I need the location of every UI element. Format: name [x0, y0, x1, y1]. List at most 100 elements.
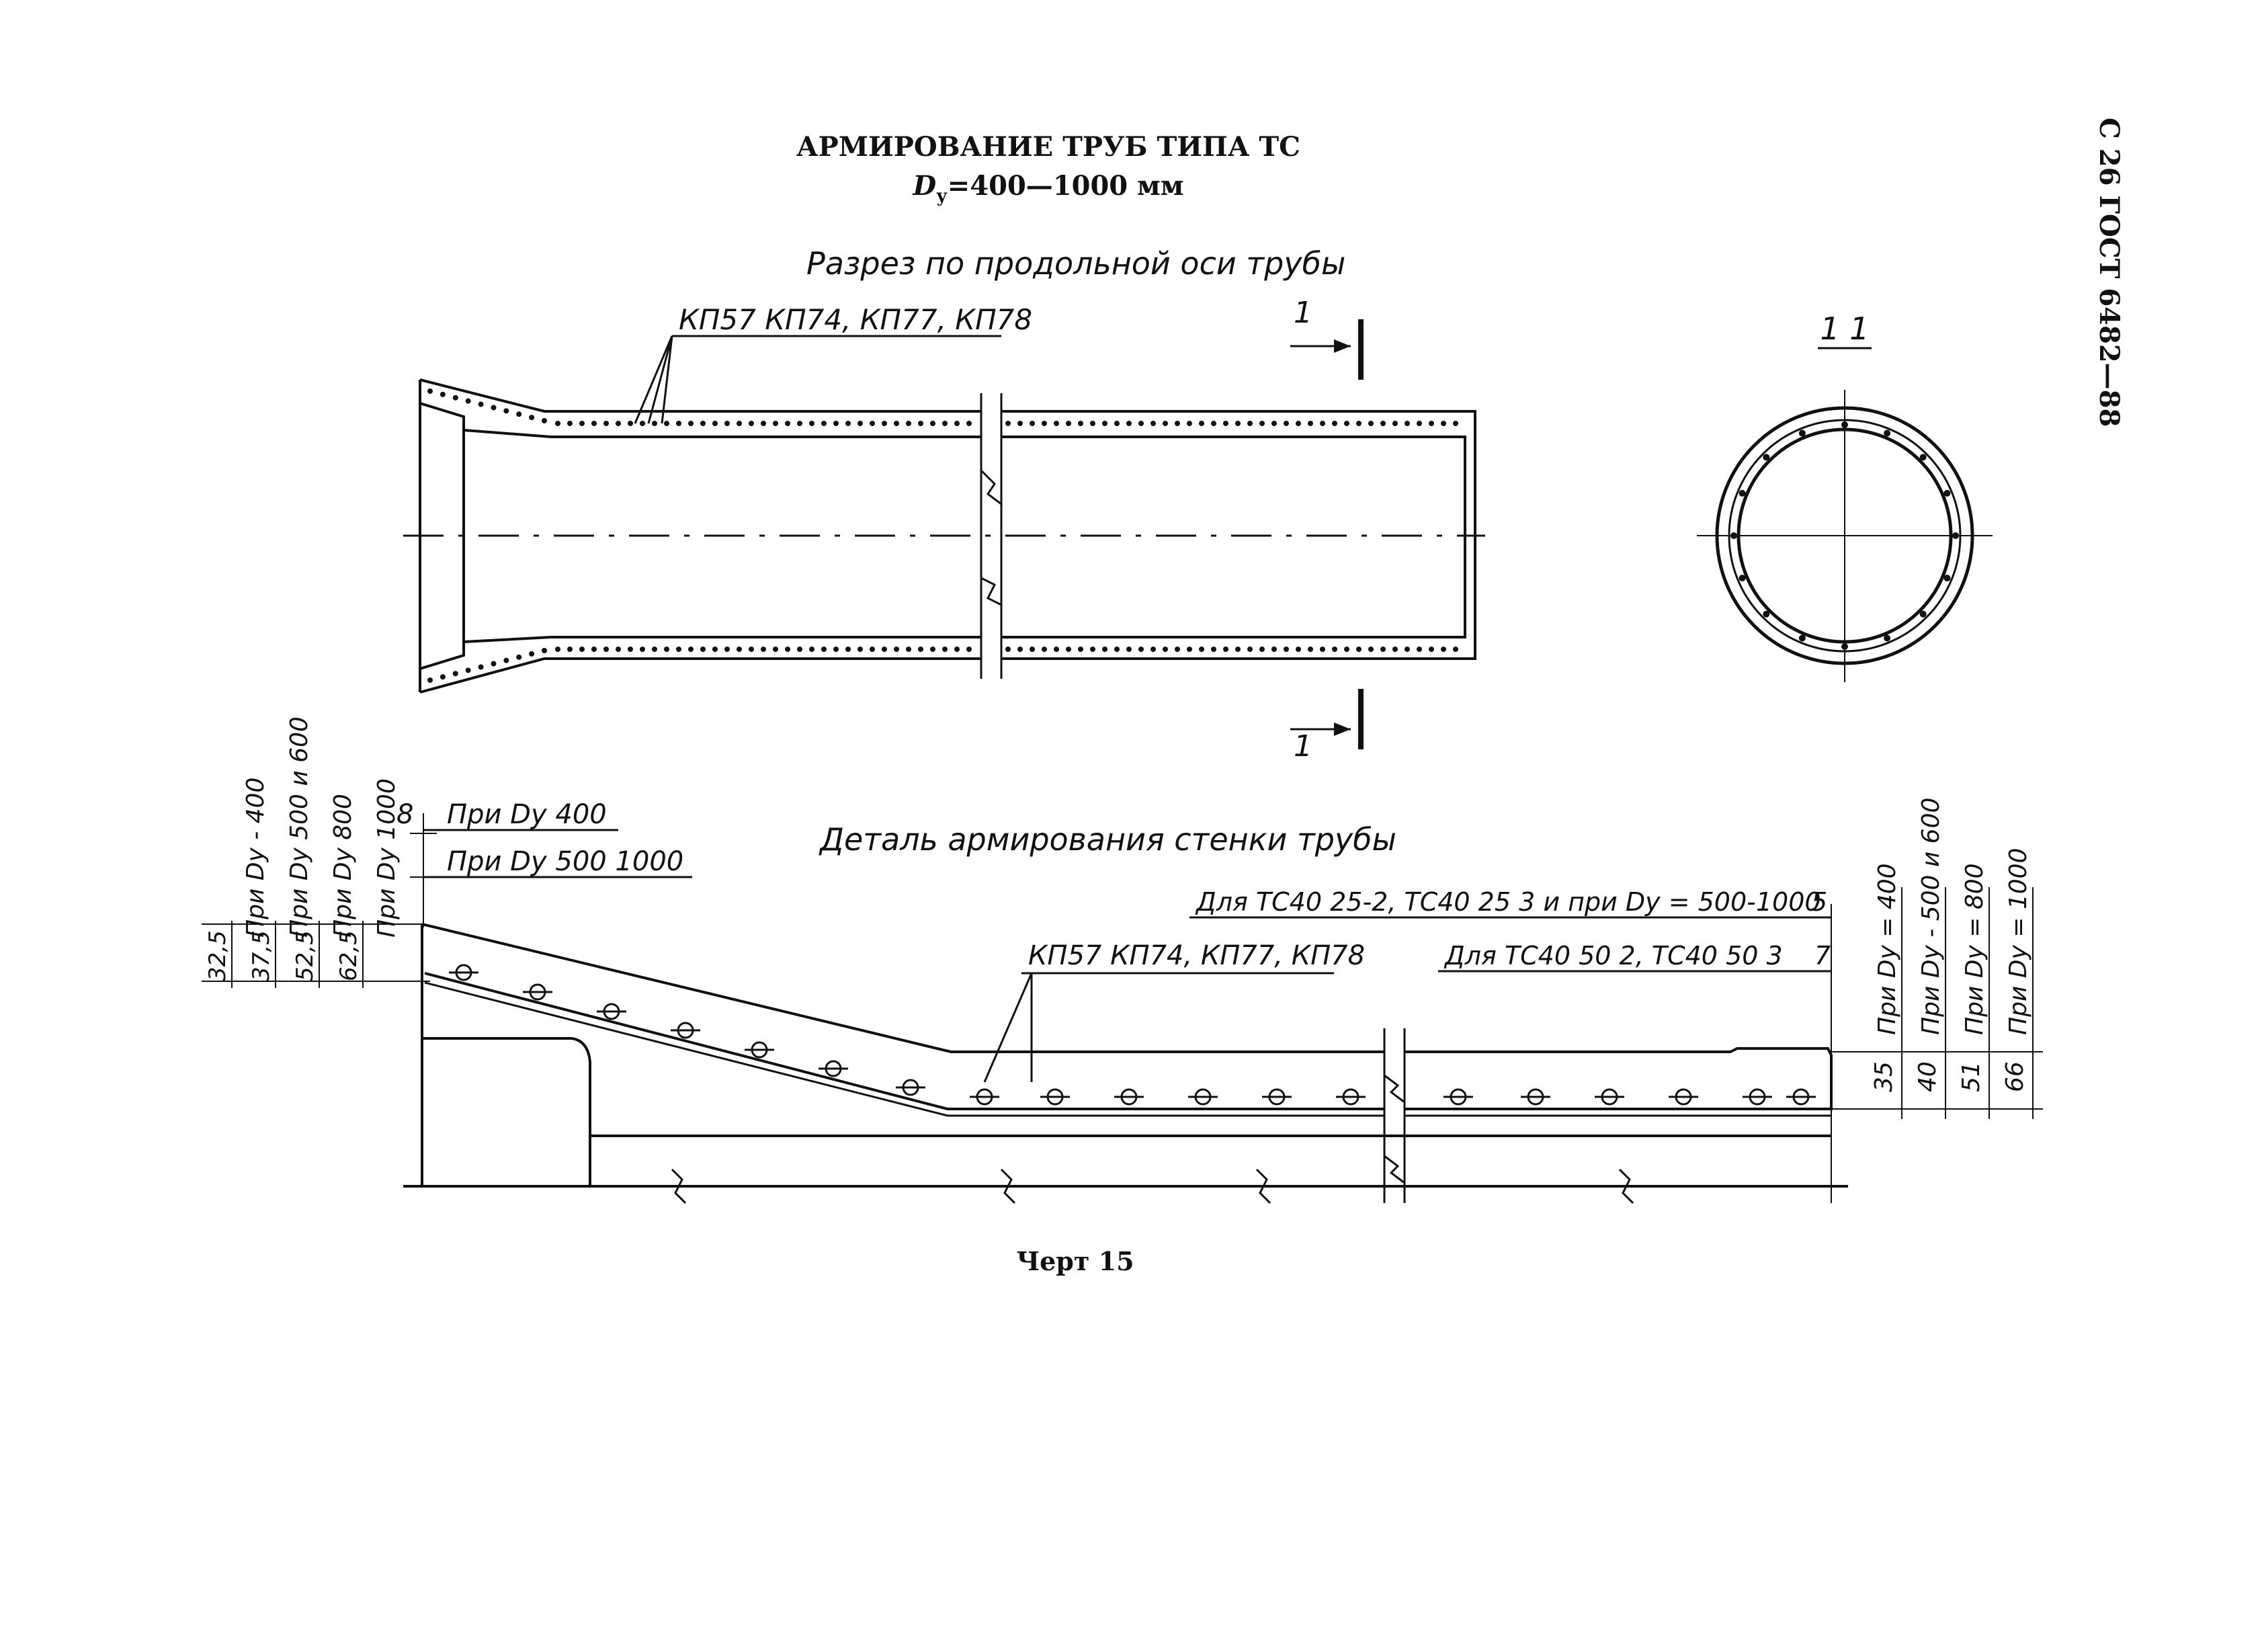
rebar-dot — [1271, 421, 1277, 426]
rebar-dot — [712, 647, 718, 652]
rebar-dot — [1163, 647, 1168, 652]
rebar-dot — [603, 421, 609, 426]
rebar-dot — [1296, 421, 1301, 426]
rebar-dot — [529, 651, 535, 657]
rebar-dot — [1405, 421, 1410, 426]
rebar-dot — [1066, 421, 1071, 426]
rebar-dot — [894, 421, 899, 426]
section-title: Разрез по продольной оси трубы — [806, 245, 1345, 282]
section-rebar-label: КП57 КП74, КП77, КП78 — [679, 303, 1032, 336]
ring-rebar-dot — [1919, 610, 1927, 618]
note-dy400: При Dy 400 — [447, 799, 607, 830]
rebar-dot — [882, 421, 887, 426]
rebar-dot — [737, 647, 742, 652]
rebar-dot — [555, 647, 560, 652]
rebar-dot — [712, 421, 718, 426]
rebar-dot — [1417, 421, 1422, 426]
rebar-dot — [1453, 421, 1458, 426]
rebar-dot — [1114, 647, 1120, 652]
rebar-dot — [1441, 647, 1446, 652]
rebar-dot — [688, 647, 694, 652]
right-dim-header: При Dy = 1000 — [2005, 848, 2032, 1035]
rebar-dot — [870, 421, 875, 426]
right-dim-value: 66 — [2001, 1061, 2029, 1092]
ring-rebar-dot — [1884, 429, 1891, 437]
rebar-dot — [440, 674, 446, 680]
rebar-dot — [516, 654, 522, 660]
left-dimension-table: При Dy - 400 При Dy 500 и 600 При Dy 800… — [202, 716, 430, 988]
rebar-dot — [1042, 421, 1047, 426]
rebar-dot — [1332, 647, 1337, 652]
rebar-dot — [942, 647, 948, 652]
rebar-dot — [1030, 421, 1035, 426]
rebar-dot — [1296, 647, 1301, 652]
rebar-dot — [1235, 647, 1241, 652]
rebar-dot — [1150, 647, 1156, 652]
rebar-dot — [1005, 647, 1011, 652]
rebar-dot — [676, 647, 681, 652]
rebar-dot — [555, 421, 560, 426]
rebar-dot — [591, 421, 597, 426]
rebar-dot — [1187, 647, 1192, 652]
rebar-dot — [1284, 647, 1289, 652]
rebar-dot — [478, 401, 484, 407]
left-dim-header: При Dy - 400 — [242, 778, 269, 938]
rebar-dot — [603, 647, 609, 652]
right-dim-value: 35 — [1870, 1061, 1898, 1092]
rebar-dot — [1380, 647, 1386, 652]
right-dim-header: При Dy = 800 — [1961, 863, 1989, 1035]
rebar-dot — [845, 647, 851, 652]
rebar-dot — [785, 421, 790, 426]
rebar-dot — [452, 395, 458, 401]
rebar-dot — [1429, 421, 1434, 426]
rebar-dot — [1320, 421, 1325, 426]
rebar-dot — [465, 398, 471, 404]
ring-rebar-dot — [1884, 634, 1891, 642]
right-dim-value: 51 — [1958, 1061, 1985, 1092]
rebar-dot — [452, 671, 458, 677]
rebar-dot — [1271, 647, 1277, 652]
wall-detail-drawing — [403, 904, 1848, 1204]
rebar-dot — [966, 421, 972, 426]
rebar-dot — [1405, 647, 1410, 652]
rebar-dot — [809, 421, 814, 426]
rebar-dot — [1054, 647, 1059, 652]
rebar-dot — [821, 421, 827, 426]
right-dim-value: 40 — [1914, 1061, 1941, 1092]
rebar-dot — [882, 647, 887, 652]
rebar-dot — [1211, 647, 1216, 652]
rebar-dot — [427, 677, 433, 683]
rebar-dot — [427, 388, 433, 394]
rebar-dot — [491, 405, 497, 411]
rebar-dot — [579, 647, 585, 652]
rebar-dot — [724, 421, 730, 426]
rebar-dot — [1090, 421, 1095, 426]
left-dim-value: 62,5 — [335, 930, 362, 981]
rebar-dot — [737, 421, 742, 426]
right-dim-header: При Dy = 400 — [1874, 863, 1901, 1035]
rebar-dot — [1114, 421, 1120, 426]
side-code: С 26 ГОСТ 6482—88 — [2093, 118, 2125, 427]
rebar-dot — [652, 647, 657, 652]
pipe-longitudinal-section: 1 1 — [403, 296, 1485, 763]
rebar-dot — [628, 647, 633, 652]
rebar-dot — [1284, 421, 1289, 426]
rebar-dot — [1211, 421, 1216, 426]
rebar-dot — [1138, 647, 1144, 652]
rebar-dot — [1259, 647, 1265, 652]
rebar-dot — [664, 647, 669, 652]
rebar-dot — [1030, 647, 1035, 652]
rebar-dot — [1102, 647, 1107, 652]
rebar-dot — [640, 421, 645, 426]
ring-rebar-dot — [1763, 610, 1770, 618]
rebar-dot — [1380, 421, 1386, 426]
rebar-dot — [761, 421, 766, 426]
rebar-dot — [1453, 647, 1458, 652]
rebar-dot — [503, 408, 509, 414]
rebar-dot — [918, 421, 923, 426]
rebar-dot — [870, 647, 875, 652]
rebar-dot — [676, 421, 681, 426]
rebar-dot — [857, 421, 863, 426]
rebar-dot — [1344, 647, 1349, 652]
